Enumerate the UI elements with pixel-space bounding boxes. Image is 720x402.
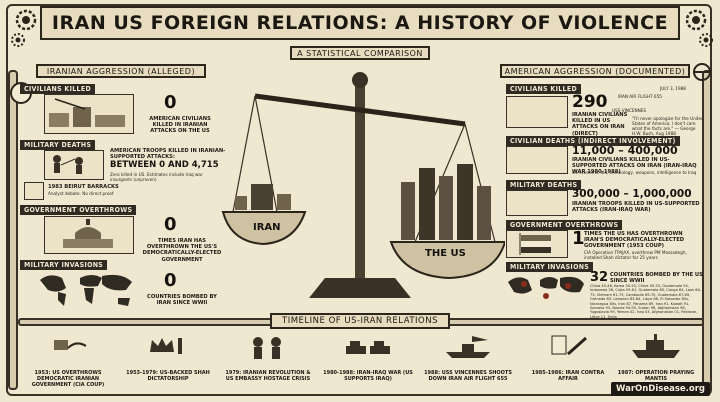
left-overthrows-value: 0 (164, 214, 177, 235)
balance-scale-illustration (221, 72, 505, 298)
left-invasions-value: 0 (164, 270, 177, 291)
timeline-event-label: 1980-1988: IRAN-IRAQ WAR (US SUPPORTS IR… (323, 370, 413, 382)
right-indirect-label: CIVILIAN DEATHS (INDIRECT INVOLVEMENT) (506, 136, 680, 146)
right-civilians-desc: IRANIAN CIVILIANS KILLED IN US ATTACKS O… (572, 112, 628, 137)
handshake-money-icon (54, 340, 87, 350)
left-civilians-desc: AMERICAN CIVILIANS KILLED IN IRANIAN ATT… (149, 116, 211, 135)
left-military-value: BETWEEN 0 AND 4,715 (110, 160, 219, 170)
left-invasions-desc: COUNTRIES BOMBED BY IRAN SINCE WWII (147, 294, 217, 307)
left-military-note: Zero killed in US. Estimates include Ira… (110, 172, 203, 182)
left-overthrows-label: GOVERNMENT OVERTHROWS (20, 205, 137, 215)
world-map-bombs-illustration (506, 272, 586, 312)
beirut-note: Analyst debate. No direct proof. (48, 191, 115, 196)
warship-plane-icon (446, 336, 490, 358)
left-overthrows-desc: TIMES IRAN HAS OVERTHROWN THE US'S DEMOC… (142, 238, 222, 263)
bombing-illustration (506, 146, 568, 174)
page-title: IRAN US FOREIGN RELATIONS: A HISTORY OF … (40, 6, 680, 40)
left-pipe (8, 70, 18, 390)
right-civilians-label: CIVILIANS KILLED (506, 84, 581, 94)
right-indirect-value: 11,000 – 400,000 (572, 144, 678, 157)
left-header: IRANIAN AGGRESSION (ALLEGED) (36, 64, 206, 78)
timeline-event-label: 1979: IRANIAN REVOLUTION & US EMBASSY HO… (225, 370, 311, 382)
crown-oil-icon (150, 338, 182, 354)
valve-icon (693, 63, 711, 81)
bush-quote: "I'll never apologize for the United Sta… (632, 116, 704, 136)
left-military-desc: AMERICAN TROOPS KILLED IN IRANIAN-SUPPOR… (110, 148, 226, 161)
right-invasions-desc: COUNTRIES BOMBED BY THE US SINCE WWII (610, 272, 703, 285)
tank-icon (346, 341, 390, 354)
right-pan-label: THE US (425, 248, 466, 259)
missile-attack-illustration (44, 94, 134, 134)
soldiers-illustration (44, 150, 104, 180)
protest-icon (253, 337, 281, 359)
gear-icon (11, 9, 37, 47)
right-overthrows-label: GOVERNMENT OVERTHROWS (506, 220, 623, 230)
battleship-icon (632, 334, 680, 358)
left-military-label: MILITARY DEATHS (20, 140, 96, 150)
right-overthrows-desc: TIMES THE US HAS OVERTHROWN IRAN'S DEMOC… (584, 231, 685, 250)
countries-bombed-list: China 45-46, Korea 50-53, China 50-53, G… (590, 284, 702, 319)
right-overthrows-value: 1 (572, 228, 585, 249)
timeline-event-label: 1985-1986: IRAN CONTRA AFFAIR (531, 370, 605, 382)
flight-label: IRAN AIR FLIGHT 655 (618, 94, 662, 99)
timeline-event-label: 1987: OPERATION PRAYING MANTIS (617, 370, 695, 382)
timeline-event-label: 1953: US OVERTHROWS DEMOCRATIC IRANIAN G… (31, 370, 105, 388)
iran-flag-illustration (506, 230, 568, 258)
right-overthrows-note: CIA Operation TPAJAX, overthrew PM Mossa… (584, 250, 687, 260)
right-military-desc: IRANIAN TROOPS KILLED IN US-SUPPORTED AT… (572, 201, 700, 214)
timeline-event-label: 1988: USS VINCENNES SHOOTS DOWN IRAN AIR… (424, 370, 512, 382)
timeline-events: 1953: US OVERTHROWS DEMOCRATIC IRANIAN G… (22, 332, 702, 396)
capitol-illustration (44, 216, 134, 254)
documents-rifle-icon (551, 335, 587, 356)
world-map-illustration (36, 270, 136, 310)
page-subtitle: A STATISTICAL COMPARISON (290, 46, 430, 60)
left-civilians-label: CIVILIANS KILLED (20, 84, 95, 94)
ship-label: USS VINCENNES (612, 108, 647, 113)
right-indirect-desc: IRANIAN CIVILIANS KILLED IN US-SUPPORTED… (572, 157, 697, 176)
left-civilians-value: 0 (164, 92, 177, 113)
right-military-label: MILITARY DEATHS (506, 180, 582, 190)
right-header: AMERICAN AGGRESSION (DOCUMENTED) (500, 64, 690, 78)
grief-illustration (506, 96, 568, 128)
left-invasions-label: MILITARY INVASIONS (20, 260, 108, 270)
left-pan-label: IRAN (253, 222, 281, 233)
barracks-illustration (24, 182, 44, 200)
right-civilians-value: 290 (572, 92, 608, 112)
timeline-event-label: 1953-1979: US-BACKED SHAH DICTATORSHIP (126, 370, 210, 382)
right-invasions-value: 32 (590, 270, 609, 285)
beirut-label: 1983 BEIRUT BARRACKS (48, 184, 119, 190)
right-indirect-note: US economic aid, technology, weapons, in… (572, 170, 697, 175)
gear-icon (685, 9, 713, 47)
troops-illustration (506, 190, 568, 216)
incident-date: JULY 3, 1988 (660, 86, 686, 91)
right-military-value: 300,000 – 1,000,000 (572, 188, 692, 200)
credit-badge: WarOnDisease.org (611, 382, 710, 396)
timeline-header: TIMELINE OF US-IRAN RELATIONS (270, 313, 450, 329)
right-invasions-label: MILITARY INVASIONS (506, 262, 594, 272)
